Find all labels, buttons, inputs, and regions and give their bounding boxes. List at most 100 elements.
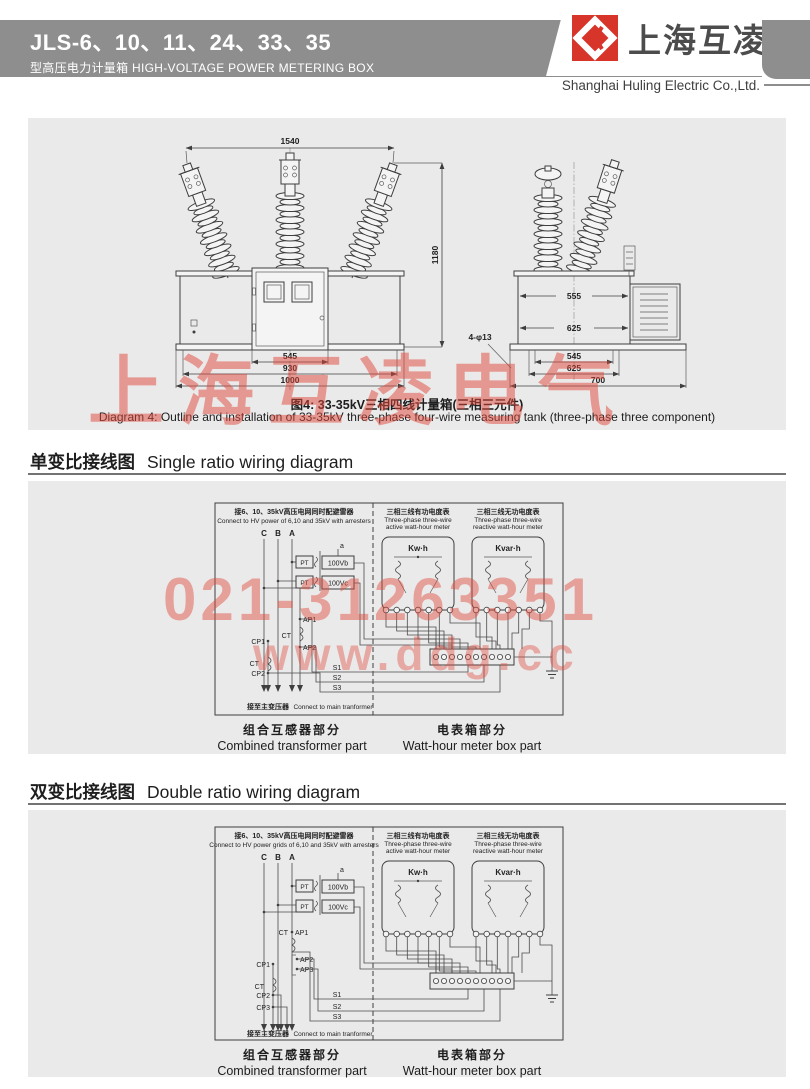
single-vc-label: 100Vc (328, 581, 348, 588)
single-ct2-label: CT (250, 661, 260, 668)
single-phase-b: B (275, 529, 281, 538)
brand-area: 上海互凌 (546, 0, 762, 76)
front-view-dimensions: 1540 1180 545 930 1000 (175, 136, 445, 389)
double-active-en2: active watt-hour meter (386, 848, 451, 855)
double-pt2-label: PT (300, 904, 308, 911)
single-active-en1: Three-phase three-wire (384, 517, 452, 524)
single-ap1-label: AP1 (303, 617, 316, 624)
double-ct2-label: CT (255, 984, 265, 991)
double-kvarh-label: Kvar·h (495, 868, 520, 877)
front-view-drawing (172, 148, 408, 390)
double-vc-label: 100Vc (328, 905, 348, 912)
outline-caption-cn: 图4: 33-35kV三相四线计量箱(三相三元件) (290, 398, 524, 412)
double-caption-left-en: Combined transformer part (217, 1064, 367, 1078)
section-heading-single-en: Single ratio wiring diagram (147, 452, 354, 472)
header-underline (764, 84, 810, 86)
brand-name-cn: 上海互凌 (628, 22, 768, 59)
dim-side-b1-label: 545 (567, 351, 581, 361)
outline-caption-en: Diagram 4: Outline and installation of 3… (98, 410, 716, 424)
single-hv-en: Connect to HV power of 6,10 and 35kV wit… (217, 518, 371, 525)
double-reactive-en1: Three-phase three-wire (474, 841, 542, 848)
double-s2-label: S2 (333, 1004, 342, 1011)
dim-front-height-label: 1180 (430, 246, 440, 265)
single-reactive-en1: Three-phase three-wire (474, 517, 542, 524)
double-active-en1: Three-phase three-wire (384, 841, 452, 848)
section-heading-double-cn: 双变比接线图 (30, 782, 135, 802)
double-to-main-cn: 接至主变压器 (247, 1029, 290, 1038)
double-active-cn: 三相三线有功电度表 (387, 831, 451, 840)
dim-holes-label: 4-φ13 (468, 332, 491, 342)
single-transformer-section: 接6、10、35kV高压电网同时配避雷器 Connect to HV power… (217, 507, 501, 711)
single-active-cn: 三相三线有功电度表 (387, 507, 451, 516)
single-to-main-en: Connect to main tranformer (293, 704, 373, 711)
double-caption-left-cn: 组合互感器部分 (242, 1048, 341, 1062)
single-reactive-cn: 三相三线无功电度表 (477, 507, 541, 516)
single-meter-section: 三相三线有功电度表 Three-phase three-wire active … (381, 507, 558, 679)
double-caption-right-en: Watt-hour meter box part (402, 1064, 542, 1078)
single-ratio-panel: 接6、10、35kV高压电网同时配避雷器 Connect to HV power… (28, 481, 786, 754)
single-cp1-label: CP1 (251, 639, 265, 646)
outline-drawing-svg: 1540 1180 545 930 1000 (172, 136, 687, 390)
double-pt1-label: PT (300, 884, 308, 891)
single-kvarh-label: Kvar·h (495, 544, 520, 553)
double-s1-label: S1 (333, 992, 342, 999)
double-cp3-label: CP3 (256, 1005, 270, 1012)
single-s3-label: S3 (333, 685, 342, 692)
single-phase-c: C (261, 529, 267, 538)
double-transformer-section: 接6、10、35kV高压电网同时配避雷器 Connect to HV power… (209, 831, 501, 1038)
dim-side-b2-label: 625 (567, 363, 581, 373)
double-hv-cn: 接6、10、35kV高压电网同时配避雷器 (234, 831, 354, 840)
dim-side-t2-label: 625 (567, 323, 581, 333)
double-caption-right-cn: 电表箱部分 (436, 1048, 508, 1062)
double-caption-left: 组合互感器部分 Combined transformer part (217, 1046, 366, 1078)
brand-logo-icon (572, 15, 618, 61)
double-ratio-panel: 接6、10、35kV高压电网同时配避雷器 Connect to HV power… (28, 810, 786, 1078)
double-phase-c: C (261, 853, 267, 862)
double-meter-section: 三相三线有功电度表 Three-phase three-wire active … (381, 831, 558, 1003)
single-kwh-label: Kw·h (408, 544, 428, 553)
double-vb-label: 100Vb (328, 885, 348, 892)
single-hv-cn: 接6、10、35kV高压电网同时配避雷器 (234, 507, 354, 516)
double-cp2-label: CP2 (256, 993, 270, 1000)
dim-side-t1-label: 555 (567, 291, 581, 301)
section-heading-single-cn: 单变比接线图 (30, 452, 135, 472)
section-heading-single: 单变比接线图 Single ratio wiring diagram (30, 449, 353, 474)
single-caption-right-en: Watt-hour meter box part (402, 739, 542, 753)
outline-panel: 1540 1180 545 930 1000 (28, 118, 786, 430)
double-ap1-label: AP1 (295, 930, 308, 937)
section-rule-single (28, 473, 786, 475)
single-vb-label: 100Vb (328, 561, 348, 568)
single-caption-right: 电表箱部分 Watt-hour meter box part (403, 721, 541, 753)
dim-front-width-label: 1540 (281, 136, 300, 146)
double-reactive-cn: 三相三线无功电度表 (477, 831, 541, 840)
single-to-main-cn: 接至主变压器 (247, 702, 290, 711)
dim-side-b3-label: 700 (591, 375, 605, 385)
section-heading-double: 双变比接线图 Double ratio wiring diagram (30, 779, 360, 804)
double-to-main-en: Connect to main tranformer (293, 1031, 373, 1038)
single-cp2-label: CP2 (251, 671, 265, 678)
side-view-dimensions: 555 625 4-φ13 545 625 700 (468, 291, 687, 389)
single-pt1-label: PT (300, 560, 308, 567)
double-hv-en: Connect to HV power grids of 6,10 and 35… (209, 842, 379, 849)
section-rule-double (28, 803, 786, 805)
double-ap3-label: AP3 (300, 967, 313, 974)
dim-front-b1-label: 545 (283, 351, 297, 361)
header-right-tab (762, 20, 810, 79)
side-view-drawing (509, 156, 687, 380)
single-ratio-diagram-svg: 接6、10、35kV高压电网同时配避雷器 Connect to HV power… (214, 502, 564, 716)
single-phase-a: A (289, 529, 295, 538)
single-reactive-en2: reactive watt-hour meter (473, 524, 544, 531)
single-s1-label: S1 (333, 665, 342, 672)
dim-front-b2-label: 930 (283, 363, 297, 373)
single-active-en2: active watt-hour meter (386, 524, 451, 531)
dim-front-b3-label: 1000 (281, 375, 300, 385)
double-tap-a-label: a (340, 867, 344, 874)
single-caption-left-en: Combined transformer part (217, 739, 367, 753)
page-subtitle: 型高压电力计量箱 HIGH-VOLTAGE POWER METERING BOX (30, 61, 375, 75)
double-phase-a: A (289, 853, 295, 862)
double-phase-b: B (275, 853, 281, 862)
single-ap2-label: AP2 (303, 645, 316, 652)
double-ct1-label: CT (279, 930, 289, 937)
double-cp1-label: CP1 (256, 962, 270, 969)
section-heading-double-en: Double ratio wiring diagram (147, 782, 361, 802)
